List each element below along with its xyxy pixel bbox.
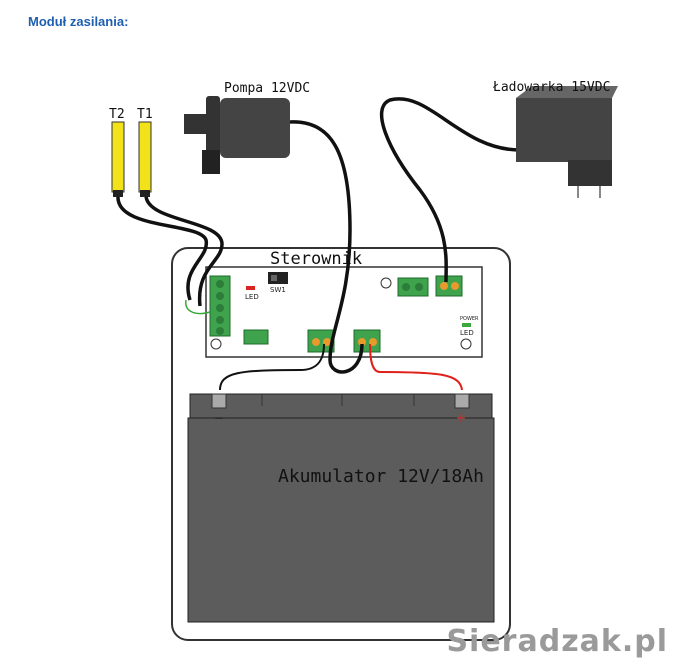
power-led: POWER LED [460, 316, 479, 337]
charger: Ładowarka 15VDC [492, 80, 618, 198]
power-label: POWER [460, 316, 479, 322]
battery-red-wire [369, 343, 463, 391]
power-led-label: LED [460, 329, 474, 337]
sw1-label: SW1 [270, 286, 286, 294]
charger-terminal [435, 275, 463, 297]
bottom-terminal-1 [243, 329, 269, 345]
charger-wire [379, 97, 521, 283]
battery-minus: − [214, 411, 224, 425]
battery-plus: + [456, 411, 466, 425]
section-heading: Moduł zasilania: [28, 14, 129, 29]
charger-terminal-small [397, 277, 429, 297]
sensor-t1: T1 [137, 107, 153, 197]
sensor-t1-wire [144, 195, 224, 307]
pump-wire [289, 120, 364, 374]
battery-label: Akumulator 12V/18Ah [278, 466, 484, 487]
controller-label: Sterownik [270, 249, 362, 269]
sensor-t2: T2 [109, 107, 125, 197]
charger-label: Ładowarka 15VDC [492, 80, 610, 95]
battery-terminal [353, 329, 381, 353]
pump: Pompa 12VDC [184, 81, 310, 174]
led-label: LED [245, 293, 259, 301]
sensor-t2-wire [116, 195, 209, 301]
t2-label: T2 [109, 107, 125, 122]
sensor-terminal-block [209, 275, 231, 337]
battery-black-wire [219, 343, 325, 391]
sensor-green-wire [185, 299, 211, 315]
left-led: LED [245, 286, 259, 301]
watermark: Sieradzak.pl [446, 624, 668, 659]
pump-label: Pompa 12VDC [224, 81, 310, 96]
battery: Akumulator 12V/18Ah − + [187, 393, 495, 623]
sw1-switch[interactable]: SW1 [268, 272, 288, 294]
t1-label: T1 [137, 107, 153, 122]
